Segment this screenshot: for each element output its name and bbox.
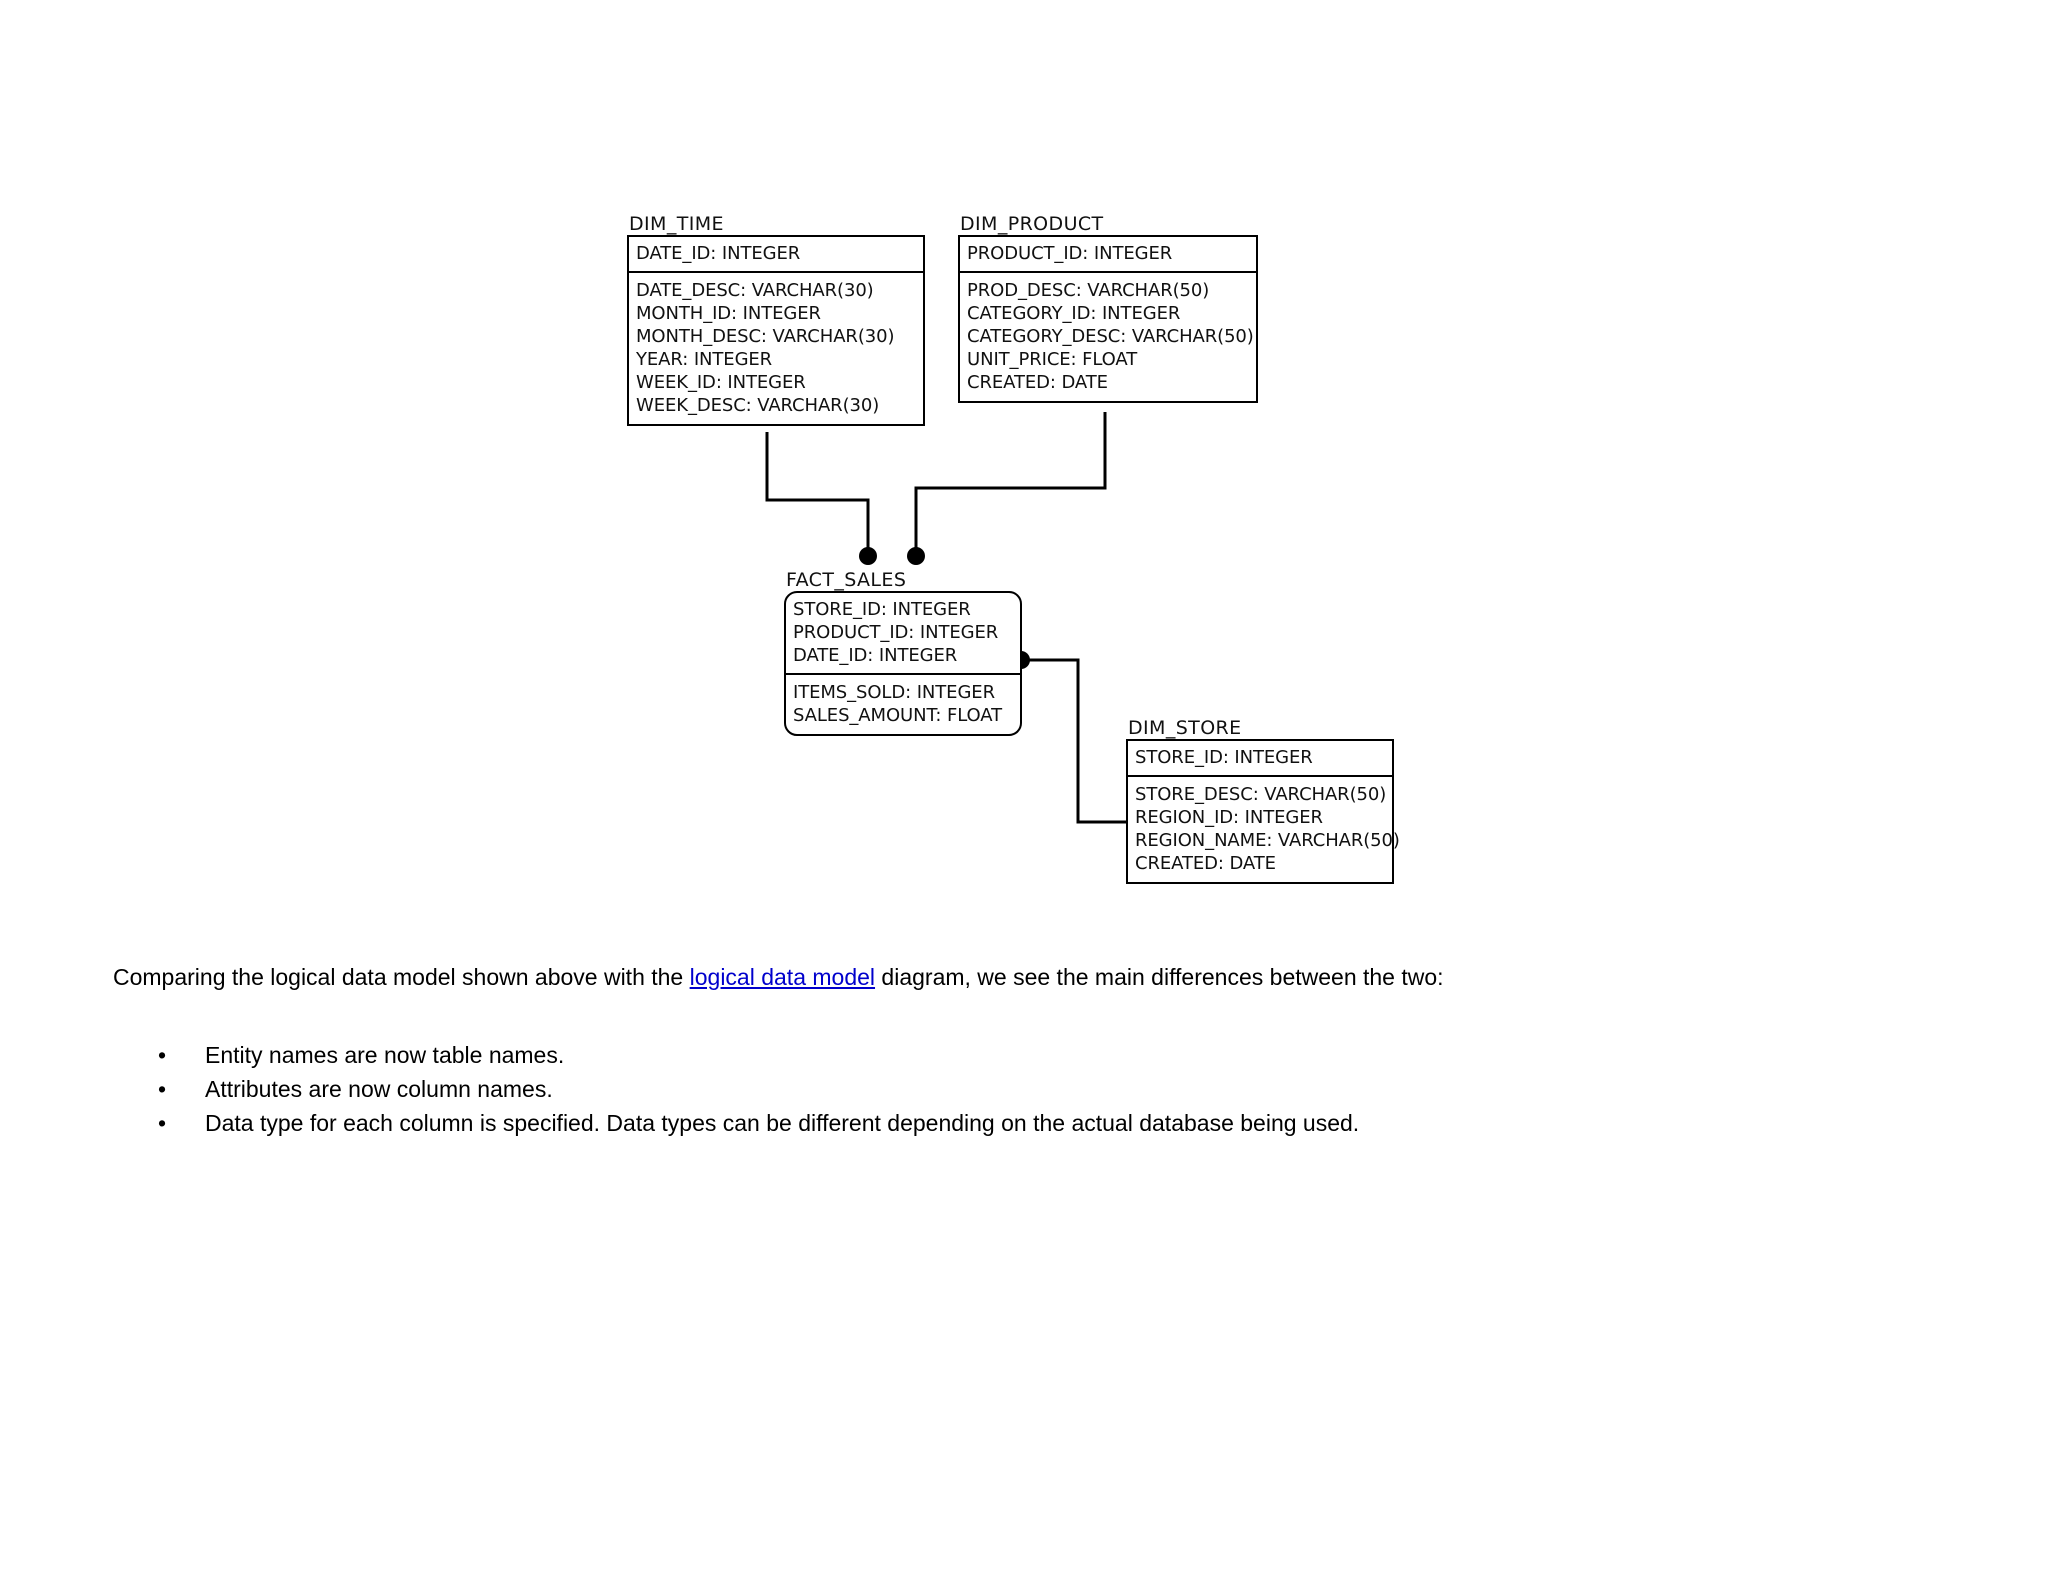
entity-title-dim-store: DIM_STORE	[1128, 717, 1242, 739]
column-row: DATE_ID: INTEGER	[636, 243, 801, 264]
connector-fact-sales-to-dim-store	[1012, 651, 1128, 824]
column-row: STORE_DESC: VARCHAR(50)	[1135, 784, 1387, 805]
column-row: CREATED: DATE	[967, 372, 1108, 393]
paragraph-text-after-link: diagram, we see the main differences bet…	[875, 964, 1444, 990]
column-row: WEEK_ID: INTEGER	[636, 372, 806, 393]
column-row: SALES_AMOUNT: FLOAT	[793, 705, 1002, 726]
relationship-endpoint-dot	[907, 547, 925, 565]
column-row: UNIT_PRICE: FLOAT	[967, 349, 1138, 370]
attribute-section: DATE_DESC: VARCHAR(30) MONTH_ID: INTEGER…	[629, 273, 923, 424]
column-row: MONTH_DESC: VARCHAR(30)	[636, 326, 895, 347]
entity-box-dim-store: STORE_ID: INTEGER STORE_DESC: VARCHAR(50…	[1126, 739, 1400, 888]
list-item: • Data type for each column is specified…	[150, 1106, 1950, 1140]
column-row: PROD_DESC: VARCHAR(50)	[967, 280, 1210, 301]
relationship-connector-layer	[765, 412, 1128, 824]
column-row: PRODUCT_ID: INTEGER	[793, 622, 999, 643]
entity-dim-time[interactable]: DIM_TIME DATE_ID: INTEGER DATE_DESC: VAR…	[627, 213, 929, 430]
intro-paragraph: Comparing the logical data model shown a…	[113, 962, 1933, 992]
column-row: REGION_ID: INTEGER	[1135, 807, 1323, 828]
entity-title-dim-product: DIM_PRODUCT	[960, 213, 1104, 235]
entity-title-fact-sales: FACT_SALES	[786, 569, 907, 591]
bullet-icon: •	[158, 1076, 167, 1102]
entity-dim-product[interactable]: DIM_PRODUCT PRODUCT_ID: INTEGER PROD_DES…	[958, 213, 1262, 407]
list-item-label: Attributes are now column names.	[205, 1076, 553, 1102]
column-row: CATEGORY_DESC: VARCHAR(50)	[967, 326, 1254, 347]
column-row: DATE_DESC: VARCHAR(30)	[636, 280, 874, 301]
column-row: PRODUCT_ID: INTEGER	[967, 243, 1173, 264]
column-row: MONTH_ID: INTEGER	[636, 303, 821, 324]
column-row: REGION_NAME: VARCHAR(50)	[1135, 830, 1400, 851]
entity-title-dim-time: DIM_TIME	[629, 213, 724, 235]
column-row: STORE_ID: INTEGER	[793, 599, 971, 620]
data-model-diagram: DIM_TIME DATE_ID: INTEGER DATE_DESC: VAR…	[627, 213, 1400, 888]
list-item-label: Data type for each column is specified. …	[205, 1110, 1360, 1136]
relationship-endpoint-dot	[859, 547, 877, 565]
entity-dim-store[interactable]: DIM_STORE STORE_ID: INTEGER STORE_DESC: …	[1126, 717, 1400, 888]
body-copy: Comparing the logical data model shown a…	[113, 962, 1933, 992]
entity-box-dim-time: DATE_ID: INTEGER DATE_DESC: VARCHAR(30) …	[627, 235, 929, 430]
list-item-label: Entity names are now table names.	[205, 1042, 565, 1068]
differences-bullet-list: • Entity names are now table names. • At…	[150, 1038, 1950, 1140]
column-row: CREATED: DATE	[1135, 853, 1276, 874]
column-row: CATEGORY_ID: INTEGER	[967, 303, 1181, 324]
column-row: STORE_ID: INTEGER	[1135, 747, 1313, 768]
column-row: WEEK_DESC: VARCHAR(30)	[636, 395, 880, 416]
column-row: ITEMS_SOLD: INTEGER	[793, 682, 995, 703]
paragraph-text-before-link: Comparing the logical data model shown a…	[113, 964, 690, 990]
connector-dim-time-to-fact-sales	[765, 432, 877, 565]
entity-fact-sales[interactable]: FACT_SALES STORE_ID: INTEGER PRODUCT_ID:…	[784, 569, 1026, 740]
list-item: • Entity names are now table names.	[150, 1038, 1950, 1072]
attribute-section: PROD_DESC: VARCHAR(50) CATEGORY_ID: INTE…	[960, 273, 1256, 401]
primary-key-section: STORE_ID: INTEGER PRODUCT_ID: INTEGER DA…	[786, 593, 1020, 675]
connector-dim-product-to-fact-sales	[907, 412, 1107, 565]
list-item: • Attributes are now column names.	[150, 1072, 1950, 1106]
column-row: YEAR: INTEGER	[636, 349, 773, 370]
logical-data-model-link[interactable]: logical data model	[689, 964, 876, 990]
column-row: DATE_ID: INTEGER	[793, 645, 958, 666]
primary-key-section: DATE_ID: INTEGER	[629, 237, 923, 273]
primary-key-section: PRODUCT_ID: INTEGER	[960, 237, 1256, 273]
bullet-icon: •	[158, 1110, 167, 1136]
attribute-section: ITEMS_SOLD: INTEGER SALES_AMOUNT: FLOAT	[786, 675, 1020, 734]
bullet-icon: •	[158, 1042, 167, 1068]
entity-box-fact-sales: STORE_ID: INTEGER PRODUCT_ID: INTEGER DA…	[784, 591, 1026, 740]
entity-box-dim-product: PRODUCT_ID: INTEGER PROD_DESC: VARCHAR(5…	[958, 235, 1262, 407]
primary-key-section: STORE_ID: INTEGER	[1128, 741, 1392, 777]
attribute-section: STORE_DESC: VARCHAR(50) REGION_ID: INTEG…	[1128, 777, 1400, 882]
